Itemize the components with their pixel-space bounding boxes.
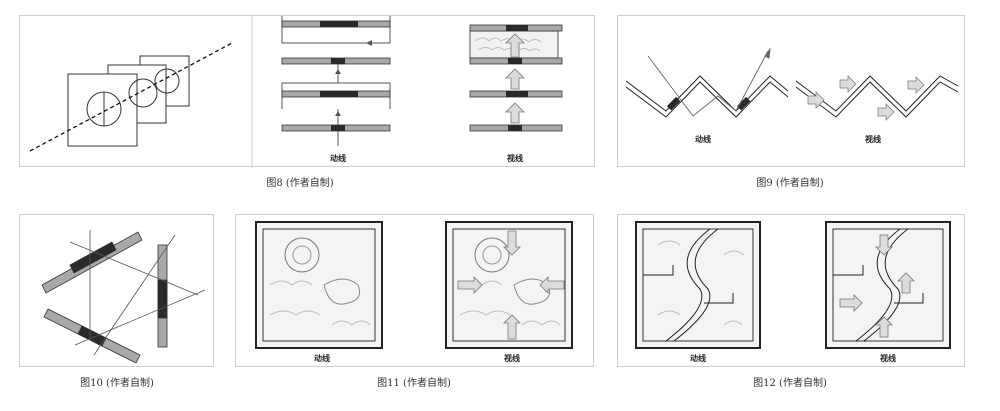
view-arrow-icon — [897, 272, 915, 294]
frame-front — [67, 73, 138, 147]
wall-bars — [281, 20, 391, 132]
figure-12-panel: 动线 视线 — [617, 214, 965, 367]
figure-12-caption: 图12 (作者自制) — [753, 378, 827, 389]
sight-arrow-icon — [505, 68, 525, 90]
label-sightline: 视线 — [865, 134, 881, 144]
figure-8-panel: 动线 视线 — [19, 15, 595, 168]
sight-lines — [69, 230, 206, 356]
sight-arrow-icon — [505, 102, 525, 124]
zigzag-wall-left — [625, 75, 789, 118]
figure-12-diagram — [635, 221, 951, 349]
figure-8-caption: 图8 (作者自制) — [266, 178, 334, 189]
figure-8-diagram — [29, 16, 563, 168]
figure-9-caption: 图9 (作者自制) — [756, 178, 824, 189]
view-arrow-icon — [875, 234, 893, 256]
figure-10-panel — [19, 214, 214, 367]
loop-path-top — [281, 16, 391, 44]
figure-11-panel: 动线 视线 — [235, 214, 594, 367]
view-arrow-icon — [839, 294, 863, 312]
flow-arrow-icon — [335, 69, 341, 74]
figure-9-diagram — [625, 47, 959, 121]
sightline-stack — [469, 24, 563, 132]
sight-line-dashed — [29, 42, 233, 152]
label-sightline: 视线 — [880, 353, 896, 363]
label-circulation: 动线 — [690, 353, 706, 363]
opening-back — [154, 68, 180, 94]
label-sightline: 视线 — [507, 153, 523, 163]
view-arrow-icon — [503, 314, 521, 340]
opening-middle — [128, 78, 158, 108]
circular-plaza — [284, 237, 320, 273]
flow-arrow-icon — [335, 111, 341, 116]
sight-arrow-icon — [505, 33, 525, 58]
view-arrow-icon — [503, 230, 521, 256]
label-circulation: 动线 — [314, 353, 330, 363]
label-circulation: 动线 — [330, 153, 346, 163]
figure-11-diagram — [255, 221, 573, 349]
triangle-walls — [41, 231, 168, 364]
figure-10-diagram — [41, 230, 206, 364]
garden-plan-right — [825, 221, 951, 349]
garden-plan-right — [445, 221, 573, 349]
figure-9-panel: 动线 视线 — [617, 15, 965, 167]
view-arrow-icon — [457, 276, 483, 294]
garden-plan-left — [255, 221, 383, 349]
figure-11-caption: 图11 (作者自制) — [377, 378, 451, 389]
pond — [323, 278, 361, 305]
circular-openings — [86, 68, 180, 127]
view-arrows — [807, 75, 925, 121]
garden-plan-left — [635, 221, 761, 349]
figure-10-caption: 图10 (作者自制) — [80, 378, 154, 389]
label-sightline: 视线 — [504, 353, 520, 363]
view-arrow-icon — [875, 316, 893, 338]
label-circulation: 动线 — [695, 134, 711, 144]
circulation-lines — [647, 47, 771, 117]
zigzag-wall-right — [795, 75, 959, 118]
flow-arrow-icon — [366, 40, 372, 46]
circulation-stack — [281, 16, 391, 146]
wall-bars — [469, 24, 563, 132]
view-arrow-icon — [539, 276, 565, 294]
overlapping-frames — [67, 55, 190, 147]
